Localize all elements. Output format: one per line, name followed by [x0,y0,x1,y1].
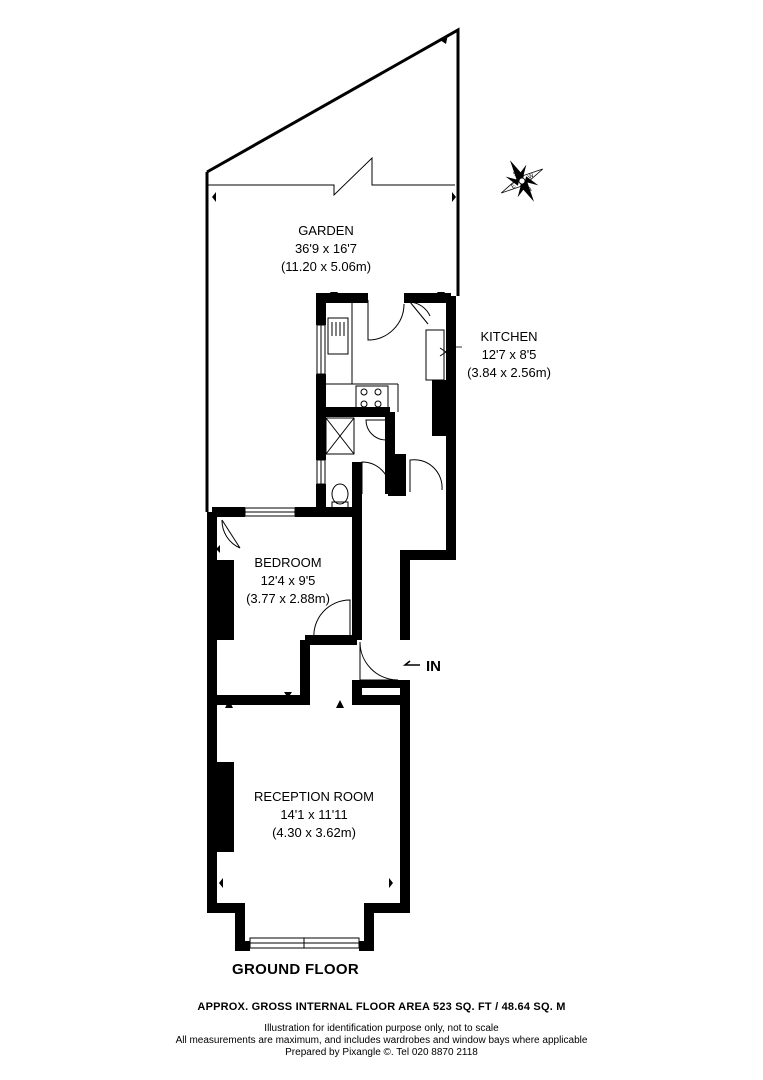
compass-letter-s: S [513,171,519,178]
reception-label: RECEPTION ROOM 14'1 x 11'11 (4.30 x 3.62… [254,789,374,840]
garden-fence-line [207,156,455,197]
bedroom-name: BEDROOM [254,555,321,570]
garden-dims-metric: (11.20 x 5.06m) [281,259,371,274]
windows [244,324,360,949]
garden-dims-imperial: 36'9 x 16'7 [295,241,357,256]
dimension-markers [212,34,456,888]
bedroom-label: BEDROOM 12'4 x 9'5 (3.77 x 2.88m) [246,555,330,606]
kitchen-dims-imperial: 12'7 x 8'5 [482,347,537,362]
entrance-label: IN [426,658,441,675]
compass-rose-icon: S W N E [500,160,544,202]
kitchen-label: KITCHEN 12'7 x 8'5 (3.84 x 2.56m) [467,329,551,380]
bedroom-dims-imperial: 12'4 x 9'5 [261,573,316,588]
prepared-by-note: Prepared by Pixangle ©. Tel 020 8870 211… [285,1047,478,1058]
compass-letter-n: N [526,187,533,194]
compass-letter-w: W [527,173,535,181]
kitchen-name: KITCHEN [480,329,537,344]
reception-dims-imperial: 14'1 x 11'11 [280,807,347,822]
floor-title: GROUND FLOOR [232,961,359,978]
garden-name: GARDEN [298,223,354,238]
reception-dims-metric: (4.30 x 3.62m) [272,825,356,840]
measurements-note: All measurements are maximum, and includ… [175,1035,588,1046]
bathroom-fittings [325,417,387,511]
bedroom-dims-metric: (3.77 x 2.88m) [246,591,330,606]
kitchen-fittings [326,303,447,412]
chimney-breasts [216,380,446,852]
reception-name: RECEPTION ROOM [254,789,374,804]
compass-letter-e: E [511,183,517,190]
entrance-arrow [402,660,420,666]
garden-boundary [205,27,460,512]
doors [221,300,443,681]
kitchen-dims-metric: (3.84 x 2.56m) [467,365,551,380]
garden-label: GARDEN 36'9 x 16'7 (11.20 x 5.06m) [281,223,371,274]
gross-area-line: APPROX. GROSS INTERNAL FLOOR AREA 523 SQ… [197,1001,566,1013]
building-walls [207,293,456,951]
disclaimer-note: Illustration for identification purpose … [264,1023,499,1034]
